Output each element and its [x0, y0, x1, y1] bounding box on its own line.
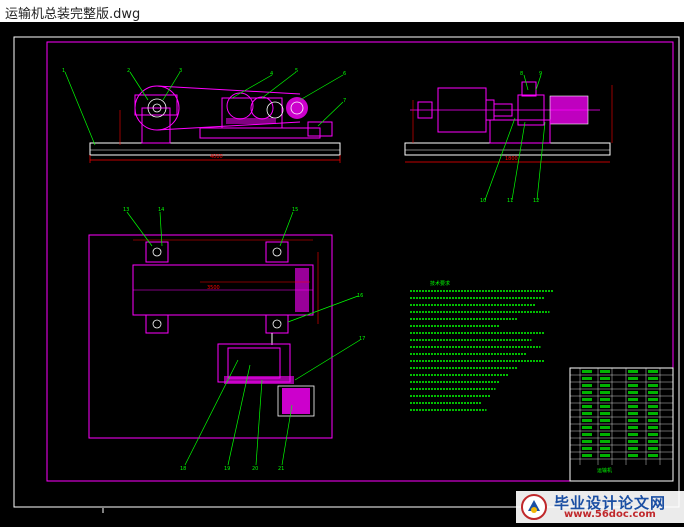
- title-grid-cell-text: [600, 440, 610, 443]
- title-grid-cell-text: [628, 391, 638, 394]
- plan-balloon-15: 15: [292, 207, 298, 213]
- title-grid-cell-text: [582, 419, 592, 422]
- plan-balloon-20: 20: [252, 466, 258, 472]
- front-view: 4000 1 2 3 4 5 6 7: [62, 68, 346, 163]
- front-balloon-2: 2: [127, 68, 130, 74]
- title-grid-cell-text: [600, 384, 610, 387]
- side-view-dimension: 1800: [505, 156, 518, 162]
- title-grid-cell-text: [600, 405, 610, 408]
- front-balloon-5: 5: [295, 68, 298, 74]
- title-grid-cell-text: [582, 377, 592, 380]
- title-grid-cell-text: [628, 370, 638, 373]
- title-grid-cell-text: [600, 447, 610, 450]
- title-grid-cell-text: [582, 447, 592, 450]
- side-balloon-9: 9: [539, 71, 542, 77]
- plan-balloon-21: 21: [278, 466, 284, 472]
- title-block-grid: [570, 368, 673, 465]
- front-balloon-7: 7: [343, 98, 346, 104]
- title-grid-cell-text: [600, 391, 610, 394]
- title-grid-cell-text: [648, 433, 658, 436]
- plan-balloon-18: 18: [180, 466, 186, 472]
- plan-balloon-13: 13: [123, 207, 129, 213]
- title-grid-cell-text: [600, 412, 610, 415]
- title-grid-cell-text: [600, 426, 610, 429]
- title-grid-cell-text: [648, 426, 658, 429]
- technical-note-lines: [410, 290, 554, 411]
- window-titlebar: 运输机总装完整版.dwg: [0, 0, 684, 23]
- title-block-name: 运输机: [597, 467, 612, 474]
- watermark-site-name: 毕业设计论文网: [554, 494, 667, 512]
- title-grid-cell-text: [648, 412, 658, 415]
- title-grid-cell-text: [628, 377, 638, 380]
- title-grid-cell-text: [628, 419, 638, 422]
- side-balloon-12: 12: [533, 198, 539, 204]
- side-view: 1800 8 9 10 11 12: [404, 71, 613, 204]
- title-grid-cell-text: [648, 370, 658, 373]
- title-grid-cell-text: [600, 398, 610, 401]
- drawing-border: [46, 41, 674, 482]
- title-grid-cell-text: [648, 398, 658, 401]
- side-balloon-8: 8: [520, 71, 523, 77]
- title-grid-cell-text: [582, 405, 592, 408]
- title-grid-cell-text: [582, 440, 592, 443]
- title-grid-cell-text: [600, 433, 610, 436]
- technical-notes: 技术要求: [410, 280, 554, 411]
- title-grid-cell-text: [648, 447, 658, 450]
- front-balloon-6: 6: [343, 71, 346, 77]
- document-title: 运输机总装完整版.dwg: [5, 7, 141, 22]
- title-grid-cell-text: [600, 454, 610, 457]
- plan-balloon-19: 19: [224, 466, 230, 472]
- plan-view-dimension: 3500: [207, 285, 220, 291]
- title-grid-cell-text: [648, 419, 658, 422]
- watermark-logo-icon: [521, 494, 547, 520]
- title-grid-cell-text: [628, 426, 638, 429]
- side-balloon-11: 11: [507, 198, 513, 204]
- plan-balloon-16: 16: [357, 293, 363, 299]
- title-grid-cell-text: [600, 419, 610, 422]
- title-grid-cell-text: [628, 384, 638, 387]
- title-grid-cell-text: [628, 454, 638, 457]
- title-grid-cell-text: [628, 398, 638, 401]
- title-grid-cell-text: [628, 412, 638, 415]
- cad-drawing-canvas[interactable]: 4000 1 2 3 4 5 6 7 1800: [0, 22, 684, 523]
- title-grid-cell-text: [648, 405, 658, 408]
- plan-balloon-17: 17: [359, 336, 365, 342]
- title-grid-cell-text: [628, 440, 638, 443]
- side-balloon-10: 10: [480, 198, 486, 204]
- title-grid-cell-text: [582, 454, 592, 457]
- title-grid-cell-text: [628, 405, 638, 408]
- title-grid-cell-text: [648, 384, 658, 387]
- watermark-url: www.56doc.com: [564, 509, 656, 520]
- title-grid-cell-text: [582, 391, 592, 394]
- title-block: 运输机: [569, 367, 674, 482]
- title-grid-cell-text: [582, 426, 592, 429]
- title-grid-cell-text: [648, 377, 658, 380]
- title-grid-cell-text: [648, 440, 658, 443]
- title-grid-cell-text: [582, 398, 592, 401]
- title-grid-cell-text: [582, 412, 592, 415]
- plan-balloon-14: 14: [158, 207, 164, 213]
- title-grid-cell-text: [628, 433, 638, 436]
- front-balloon-1: 1: [62, 68, 65, 74]
- title-grid-cell-text: [600, 370, 610, 373]
- title-grid-cell-text: [582, 370, 592, 373]
- title-grid-cell-text: [648, 391, 658, 394]
- title-grid-cell-text: [600, 377, 610, 380]
- technical-notes-title: 技术要求: [430, 280, 450, 287]
- plan-view: 3500 13 14 15 16 17 18 19 20 21: [88, 207, 365, 472]
- site-watermark: 毕业设计论文网 www.56doc.com: [516, 491, 684, 523]
- title-grid-cell-text: [628, 447, 638, 450]
- title-grid-cell-text: [582, 433, 592, 436]
- front-balloon-4: 4: [270, 71, 273, 77]
- title-grid-cell-text: [582, 384, 592, 387]
- front-view-dimension: 4000: [210, 154, 223, 160]
- front-balloon-3: 3: [179, 68, 182, 74]
- sheet-frame: [13, 36, 680, 508]
- title-grid-cell-text: [648, 454, 658, 457]
